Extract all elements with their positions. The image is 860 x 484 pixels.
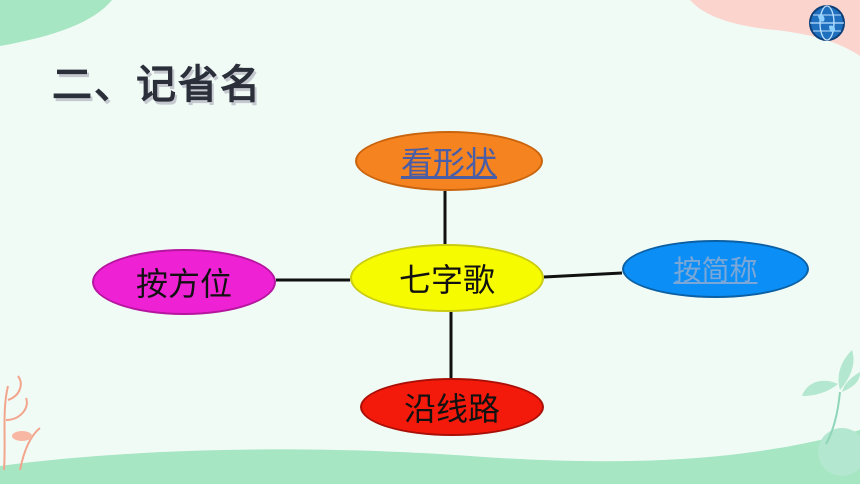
node-shape[interactable]: 看形状 xyxy=(355,131,543,191)
node-abbreviation[interactable]: 按简称 xyxy=(622,240,809,298)
bottom-wave xyxy=(0,430,860,484)
node-route: 沿线路 xyxy=(360,378,544,436)
node-direction: 按方位 xyxy=(92,249,276,315)
globe-icon xyxy=(809,5,845,41)
bottom-left-leaves xyxy=(3,375,41,471)
bottom-left-leaf xyxy=(12,431,32,441)
slide-title: 二、记省名 xyxy=(52,62,262,108)
connector-right xyxy=(543,271,623,279)
node-center-song: 七字歌 xyxy=(350,244,544,312)
connectors xyxy=(276,191,623,378)
top-left-wave xyxy=(0,0,112,46)
